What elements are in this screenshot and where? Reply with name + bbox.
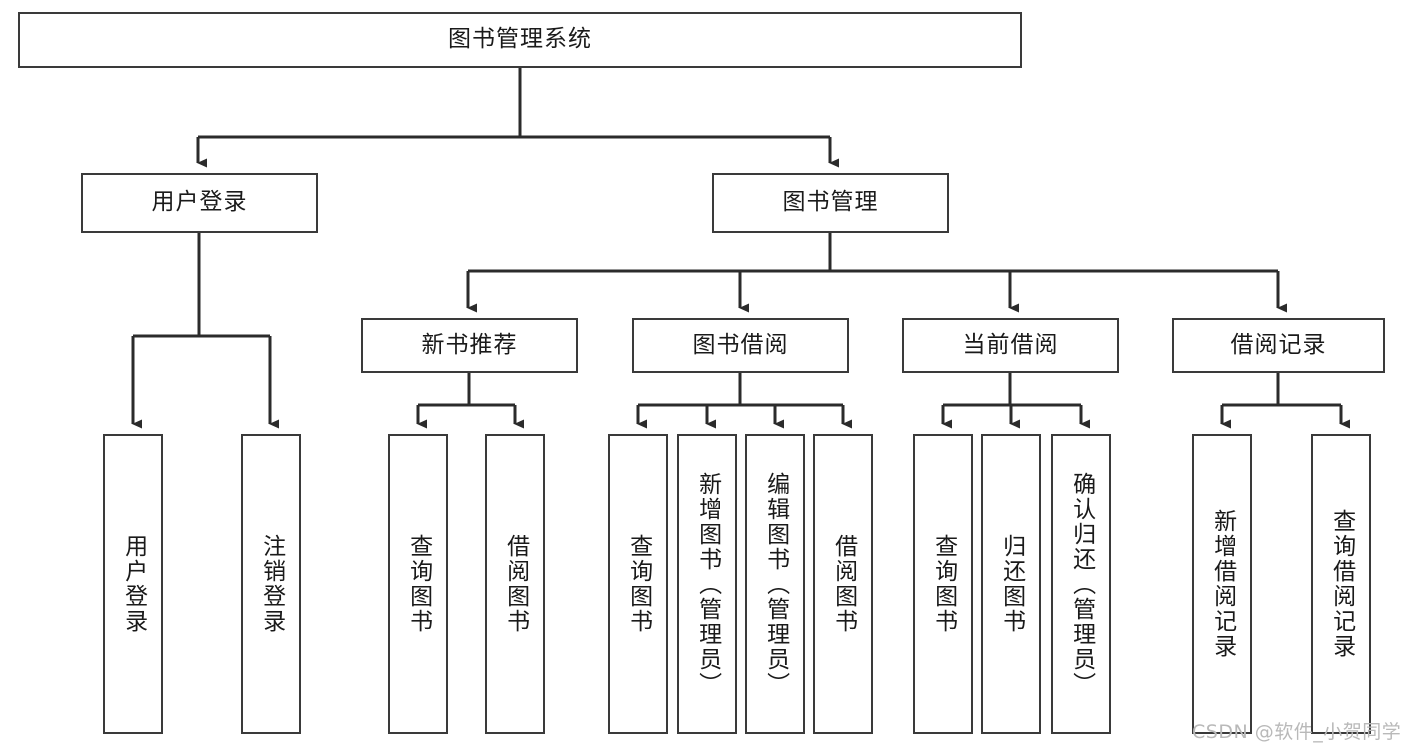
leaf-user-login-logout[interactable]: 注销登录 [241,434,301,734]
node-label: 图书借阅 [692,331,789,358]
node-label: 借阅记录 [1230,331,1327,358]
node-label: 新书推荐 [421,331,518,358]
node-user-login[interactable]: 用户登录 [81,173,318,233]
node-label: 借阅图书 [502,534,529,634]
node-book-management[interactable]: 图书管理 [712,173,949,233]
node-label: 新增借阅记录 [1209,509,1236,659]
leaf-current-return-book[interactable]: 归还图书 [981,434,1041,734]
node-label: 用户登录 [151,189,248,216]
leaf-record-query-record[interactable]: 查询借阅记录 [1311,434,1371,734]
node-label: 用户登录 [120,534,147,634]
leaf-current-confirm-return-admin[interactable]: 确认归还（管理员） [1051,434,1111,734]
node-label: 图书管理系统 [448,26,592,53]
node-book-borrow[interactable]: 图书借阅 [632,318,849,373]
leaf-current-query-book[interactable]: 查询图书 [913,434,973,734]
node-label: 注销登录 [258,534,285,634]
leaf-borrow-edit-book-admin[interactable]: 编辑图书（管理员） [745,434,805,734]
leaf-borrow-borrow-book[interactable]: 借阅图书 [813,434,873,734]
node-label: 新增图书（管理员） [694,471,721,697]
leaf-borrow-query-book[interactable]: 查询图书 [608,434,668,734]
node-label: 查询借阅记录 [1328,509,1355,659]
node-label: 图书管理 [782,189,879,216]
node-label: 归还图书 [998,534,1025,634]
leaf-borrow-add-book-admin[interactable]: 新增图书（管理员） [677,434,737,734]
node-label: 查询图书 [405,534,432,634]
node-new-book-recommend[interactable]: 新书推荐 [361,318,578,373]
node-label: 确认归还（管理员） [1068,471,1095,697]
csdn-watermark: CSDN @软件_小贺同学 [1192,721,1402,743]
leaf-user-login-login[interactable]: 用户登录 [103,434,163,734]
node-borrow-record[interactable]: 借阅记录 [1172,318,1385,373]
node-label: 当前借阅 [962,331,1059,358]
node-label: 查询图书 [930,534,957,634]
leaf-record-add-record[interactable]: 新增借阅记录 [1192,434,1252,734]
leaf-new-book-borrow[interactable]: 借阅图书 [485,434,545,734]
node-label: 查询图书 [625,534,652,634]
node-label: 借阅图书 [830,534,857,634]
node-root-system[interactable]: 图书管理系统 [18,12,1022,68]
node-label: 编辑图书（管理员） [762,471,789,697]
leaf-new-book-query[interactable]: 查询图书 [388,434,448,734]
node-current-borrow[interactable]: 当前借阅 [902,318,1119,373]
